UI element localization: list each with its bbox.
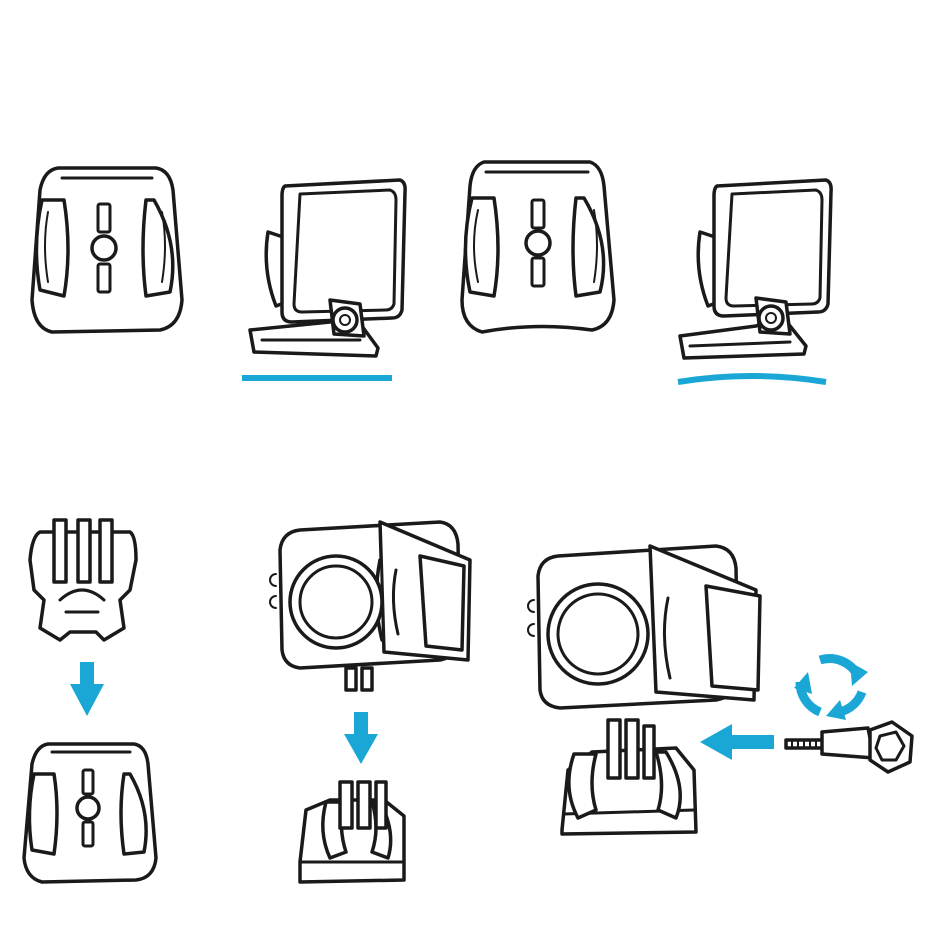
buckle-on-mount-icon	[300, 782, 404, 882]
curved-surface-line-icon	[678, 376, 826, 382]
flat-surface-line-icon	[242, 375, 392, 381]
rotate-arrowheads-icon	[794, 662, 868, 720]
camera-housing-icon	[270, 522, 470, 690]
arrow-left-icon	[700, 724, 774, 760]
flat-adhesive-mount-bottom-icon	[24, 744, 156, 882]
thumb-screw-icon	[786, 722, 912, 772]
flat-adhesive-mount-icon	[32, 168, 182, 332]
curved-adhesive-mount-icon	[462, 162, 614, 332]
assembled-camera-icon	[528, 546, 760, 834]
camera-side-view-flat-icon	[250, 180, 405, 356]
arrow-down-icon	[344, 712, 378, 764]
arrow-down-icon	[70, 662, 104, 716]
quick-release-buckle-icon	[30, 520, 136, 640]
camera-side-view-curved-icon	[680, 180, 831, 358]
